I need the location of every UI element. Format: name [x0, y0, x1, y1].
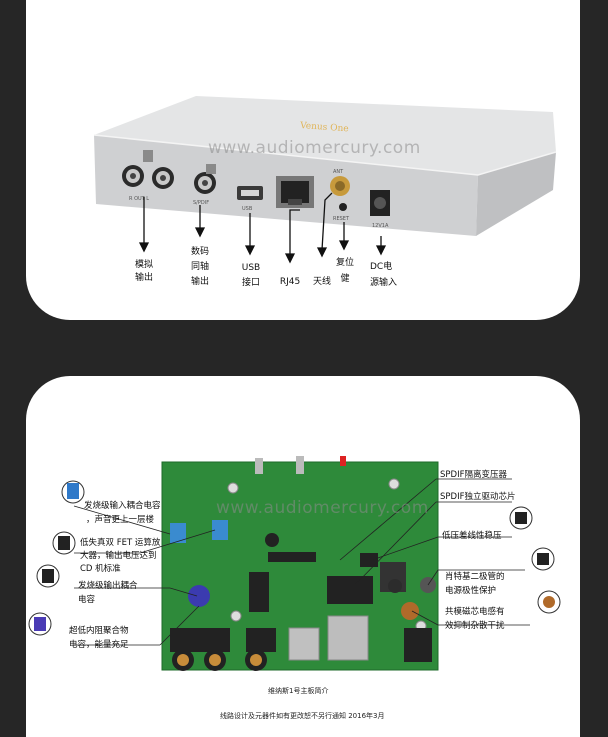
callout-ldo-regulator: 低压差线性稳压: [442, 531, 502, 541]
callout-inductor-1: 共模磁芯电感有: [445, 607, 505, 617]
callout-output-cap-1: 发烧级输出耦合: [78, 581, 138, 591]
dc-power-jack: [370, 190, 390, 216]
port-label-digital-coax: 数码同轴输出: [190, 247, 209, 287]
callout-polymer-cap-1: 超低内阻聚合物: [69, 626, 129, 636]
port-label-dc-input: DC电源输入: [370, 262, 398, 288]
watermark-bottom: www.audiomercury.com: [216, 498, 429, 518]
reset-panel-label: RESET: [333, 216, 350, 222]
callout-opamp-2: 大器，输出电压达到: [80, 551, 157, 561]
callout-opamp-3: CD 机标准: [80, 564, 121, 574]
usb-port: [237, 186, 263, 200]
callout-spdif-transformer: SPDIF隔离变压器: [440, 470, 507, 480]
callout-spdif-driver: SPDIF独立驱动芯片: [440, 492, 516, 502]
port-arrows: [138, 192, 387, 264]
ant-panel-label: ANT: [333, 169, 344, 175]
callout-opamp-1: 低失真双 FET 运算放: [80, 538, 161, 548]
device-box-illustration: Venus One: [93, 96, 557, 236]
component-thumbnails: [28, 480, 561, 636]
callout-leader-lines: [73, 478, 530, 646]
callout-input-cap-2: ，声音更上一层楼: [86, 515, 155, 525]
reset-button: [339, 203, 347, 211]
port-label-analog-out: 模拟输出: [134, 260, 153, 283]
callout-schottky-1: 肖特基二极管的: [445, 572, 505, 582]
callout-schottky-2: 电源极性保护: [445, 586, 497, 596]
watermark-top: www.audiomercury.com: [208, 138, 421, 158]
callout-polymer-cap-2: 电容，能量充足: [69, 640, 129, 650]
pcb-board-illustration: [161, 456, 439, 671]
svg-text:Venus One: Venus One: [299, 121, 349, 134]
callout-output-cap-2: 电容: [78, 595, 96, 605]
power-panel-label: 12V1A: [372, 223, 389, 229]
usb-panel-label: USB: [242, 206, 253, 212]
port-label-antenna: 天线: [312, 277, 331, 287]
board-caption: 维纳斯1号主板简介: [268, 687, 329, 695]
rj45-port: [276, 176, 314, 208]
callout-input-cap-1: 发烧级输入耦合电容: [84, 501, 161, 511]
board-footnote: 线路设计及元器件如有更改恕不另行通知 2016年3月: [220, 712, 385, 720]
antenna-connector: [330, 176, 350, 196]
analog-out-rca-jacks: [122, 150, 174, 189]
spdif-rca-jack: [194, 164, 216, 194]
spdif-panel-label: S/PDIF: [193, 200, 210, 206]
port-label-reset: 复位健: [335, 258, 354, 284]
callout-inductor-2: 效抑制杂散干扰: [445, 621, 505, 631]
port-label-rj45: RJ45: [279, 277, 301, 287]
out-panel-label: R OUT L: [129, 196, 150, 202]
